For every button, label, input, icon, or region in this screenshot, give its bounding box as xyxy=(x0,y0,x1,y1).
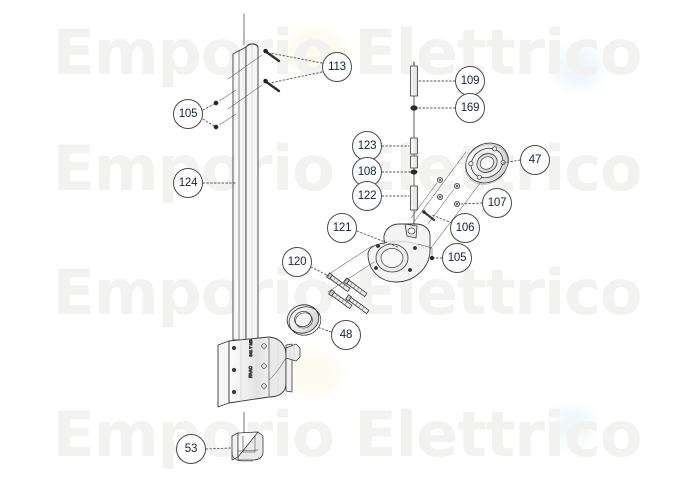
rod-sleeve-123 xyxy=(410,137,418,169)
callout-113[interactable]: 113 xyxy=(322,52,352,82)
sealing-ring-48 xyxy=(286,304,322,336)
callout-169[interactable]: 169 xyxy=(455,93,485,123)
hub-screws-107 xyxy=(436,176,460,207)
base-foot-cap xyxy=(231,431,264,462)
svg-text:FAAC: FAAC xyxy=(248,365,253,378)
arm-washers-105 xyxy=(417,243,435,261)
bearing-hub xyxy=(465,142,509,185)
arm-long-screws-120 xyxy=(325,245,375,314)
arm-screws-106 xyxy=(422,210,436,222)
vertical-rod-assembly xyxy=(410,61,418,231)
callout-121[interactable]: 121 xyxy=(327,213,357,243)
rod-nut-108 xyxy=(410,169,418,175)
hub-and-arm-screws xyxy=(407,151,482,253)
callout-106[interactable]: 106 xyxy=(450,213,480,243)
svg-text:841 T MB: 841 T MB xyxy=(248,339,253,357)
callout-124[interactable]: 124 xyxy=(173,168,203,198)
mounting-bracket xyxy=(217,336,301,408)
upright-pole xyxy=(232,43,259,341)
pole-screws xyxy=(227,48,281,110)
upper-rod-segment xyxy=(410,61,418,97)
callout-105-mid[interactable]: 105 xyxy=(442,243,472,273)
callout-105-top[interactable]: 105 xyxy=(173,99,203,129)
callout-53[interactable]: 53 xyxy=(176,434,206,464)
callout-120[interactable]: 120 xyxy=(282,247,312,277)
callout-109[interactable]: 109 xyxy=(455,66,485,96)
callout-107[interactable]: 107 xyxy=(482,188,512,218)
callout-47[interactable]: 47 xyxy=(520,145,550,175)
callout-122[interactable]: 122 xyxy=(352,181,382,211)
rod-nut-169 xyxy=(410,105,418,111)
pole-washers xyxy=(213,89,237,130)
lower-rod-sleeve-122 xyxy=(410,185,418,211)
swing-arm-plate xyxy=(367,223,431,283)
bracket-label-text: FAAC 841 T MB xyxy=(248,339,254,379)
callout-48[interactable]: 48 xyxy=(331,320,361,350)
